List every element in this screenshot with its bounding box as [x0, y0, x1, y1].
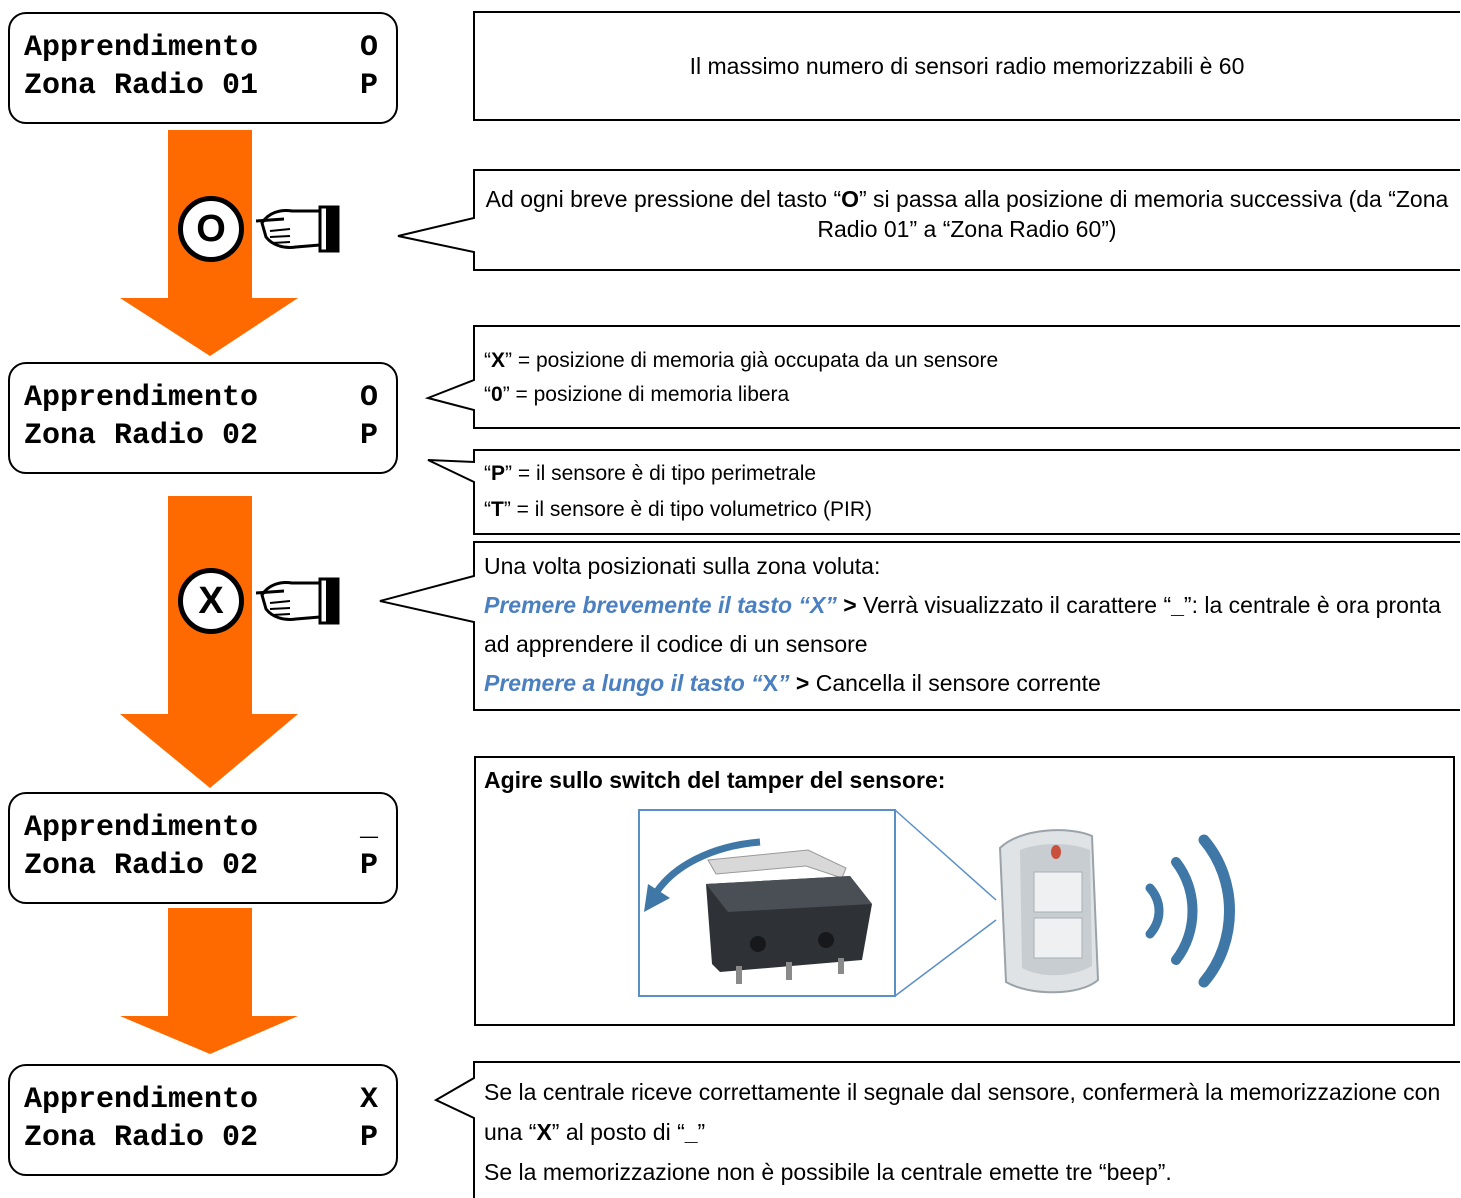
- lcd-display-4: Apprendimento X Zona Radio 02 P: [8, 1064, 398, 1176]
- callout-x-outline: [379, 541, 1460, 711]
- note-confirm-text: Se la centrale riceve correttamente il s…: [484, 1079, 1441, 1145]
- lcd-row-2-label: Zona Radio 02: [24, 849, 259, 883]
- callout-pt-outline: [427, 449, 1460, 535]
- lcd-row-2-label: Zona Radio 01: [24, 69, 259, 103]
- note-t-text: ” = il sensore è di tipo volumetrico (PI…: [503, 498, 873, 521]
- radio-waves-icon: [1145, 834, 1235, 988]
- note-o-text-b: ” si passa alla posizione di memoria suc…: [817, 186, 1449, 242]
- pointing-hand-icon: [255, 577, 340, 625]
- lcd-row-1-value: X: [359, 1083, 378, 1117]
- note-o-key-letter: O: [841, 186, 859, 212]
- note-key-p: P: [491, 462, 506, 485]
- note-x-long-press: Premere a lungo il tasto “X” > Cancella …: [484, 664, 1444, 703]
- callout-o-outline: [397, 169, 1460, 271]
- note-confirm-mid: ” al posto di “: [551, 1119, 685, 1145]
- lcd-row-1-value: O: [359, 381, 378, 415]
- lcd-display-3: Apprendimento _ Zona Radio 02 P: [8, 792, 398, 904]
- note-x-long-highlight-key: X: [762, 670, 778, 696]
- quote-open: “: [484, 498, 491, 521]
- lcd-display-1: Apprendimento O Zona Radio 01 P: [8, 12, 398, 124]
- note-x-key: Una volta posizionati sulla zona voluta:…: [484, 547, 1444, 703]
- note-zero-line: “0” = posizione di memoria libera: [484, 378, 1444, 412]
- lcd-row-1-label: Apprendimento: [24, 811, 259, 845]
- note-x-underscore: _: [1171, 592, 1184, 618]
- note-confirm-underscore: _: [684, 1119, 698, 1145]
- quote-open: “: [484, 462, 491, 485]
- note-key-zero: 0: [491, 383, 503, 406]
- note-p-line: “P” = il sensore è di tipo perimetrale: [484, 456, 1444, 492]
- note-p-t: “P” = il sensore è di tipo perimetrale “…: [484, 456, 1444, 528]
- tamper-switch-illustration: [638, 809, 997, 997]
- lcd-row-2-value: P: [359, 1121, 378, 1155]
- note-key-x: X: [491, 349, 506, 372]
- note-x-short-press: Premere brevemente il tasto “X” > Verrà …: [484, 586, 1444, 664]
- note-max-sensors: Il massimo numero di sensori radio memor…: [689, 53, 1245, 79]
- note-zero-text: ” = posizione di memoria libera: [502, 383, 790, 406]
- lcd-row-1-label: Apprendimento: [24, 1083, 259, 1117]
- flow-arrow-3: [120, 908, 298, 1054]
- note-x-text: ” = posizione di memoria già occupata da…: [505, 349, 999, 372]
- lcd-row-2-value: P: [359, 849, 378, 883]
- lcd-row-1-value: _: [359, 811, 378, 845]
- callout-confirm-outline: [433, 1061, 1460, 1198]
- lcd-display-2: Apprendimento O Zona Radio 02 P: [8, 362, 398, 474]
- note-x-short-highlight: Premere brevemente il tasto “X”: [484, 592, 837, 618]
- lcd-row-1-value: O: [359, 31, 378, 65]
- lcd-row-2-label: Zona Radio 02: [24, 1121, 259, 1155]
- box-max-outline: [473, 11, 1460, 121]
- lcd-row-2-value: P: [359, 419, 378, 453]
- note-x-long-highlight-a: Premere a lungo il tasto “: [484, 670, 763, 696]
- note-x-arrow: >: [789, 670, 816, 696]
- note-x-line: “X” = posizione di memoria già occupata …: [484, 344, 1444, 378]
- note-x-long-text: Cancella il sensore corrente: [815, 670, 1101, 696]
- note-confirm: Se la centrale riceve correttamente il s…: [484, 1072, 1444, 1192]
- note-confirm-line-2: Se la memorizzazione non è possibile la …: [484, 1159, 1172, 1185]
- pointing-hand-icon: [255, 205, 340, 253]
- note-key-t: T: [491, 498, 504, 521]
- quote-open: “: [484, 349, 491, 372]
- note-x-short-text-b: ”: la centrale è ora pronta ad apprender…: [484, 592, 1441, 657]
- note-confirm-key: X: [536, 1119, 552, 1145]
- lcd-row-2-label: Zona Radio 02: [24, 419, 259, 453]
- note-x-arrow: >: [836, 592, 864, 618]
- note-x-zero: “X” = posizione di memoria già occupata …: [484, 344, 1444, 412]
- note-o-text-a: Ad ogni breve pressione del tasto “: [485, 186, 842, 212]
- quote-open: “: [484, 383, 491, 406]
- lcd-row-2-value: P: [359, 69, 378, 103]
- tamper-title: Agire sullo switch del tamper del sensor…: [484, 767, 946, 793]
- key-x-button: X: [178, 568, 244, 634]
- key-o-button: O: [178, 196, 244, 262]
- note-o-key: Ad ogni breve pressione del tasto “O” si…: [476, 184, 1458, 244]
- note-x-intro: Una volta posizionati sulla zona voluta:: [484, 553, 881, 579]
- note-confirm-end: ”: [697, 1119, 706, 1145]
- lcd-row-1-label: Apprendimento: [24, 31, 259, 65]
- note-x-short-text-a: Verrà visualizzato il carattere “: [863, 592, 1172, 618]
- note-t-line: “T” = il sensore è di tipo volumetrico (…: [484, 492, 1444, 528]
- lcd-row-1-label: Apprendimento: [24, 381, 259, 415]
- note-x-long-highlight-b: ”: [777, 670, 790, 696]
- note-p-text: ” = il sensore è di tipo perimetrale: [505, 462, 817, 485]
- note-confirm-line-1: Se la centrale riceve correttamente il s…: [484, 1072, 1444, 1152]
- flow-arrow-2: [120, 496, 298, 788]
- pir-sensor-illustration: [998, 829, 1100, 994]
- tamper-box: [474, 756, 1455, 1026]
- callout-xo-outline: [424, 325, 1460, 429]
